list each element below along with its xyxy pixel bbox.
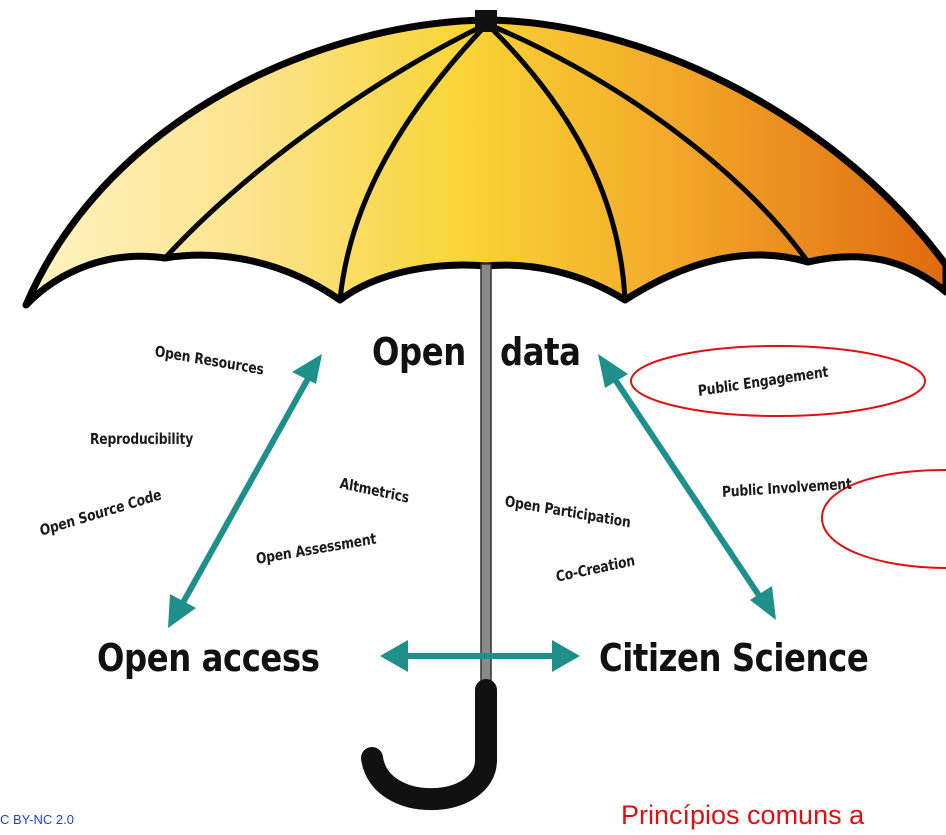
arrow-opendata-citizenscience [609, 373, 765, 602]
highlight-public-involvement [820, 469, 946, 569]
highlight-public-engagement [630, 345, 926, 417]
label-open-access: Open access [97, 636, 320, 680]
arrowhead-left [380, 640, 408, 672]
label-citizen-science: Citizen Science [599, 636, 869, 680]
arrow-opendata-openaccess [177, 373, 313, 610]
license-credit[interactable]: C BY-NC 2.0 [0, 812, 74, 827]
caption-text: Princípios comuns a [621, 800, 865, 830]
umbrella-shaft [480, 263, 492, 695]
arrows [168, 354, 776, 672]
label-data: data [500, 330, 581, 374]
arrowhead-opendata [292, 354, 322, 384]
arrowhead-right [552, 640, 580, 672]
umbrella-handle [361, 679, 497, 811]
label-open: Open [372, 330, 466, 374]
umbrella-tip [475, 10, 497, 32]
arrowhead-citizenscience [750, 586, 776, 620]
arrowhead-opendata-right [598, 354, 628, 388]
umbrella-canopy [22, 16, 946, 309]
term-reproducibility: Reproducibility [90, 430, 194, 448]
arrowhead-openaccess [168, 594, 196, 628]
